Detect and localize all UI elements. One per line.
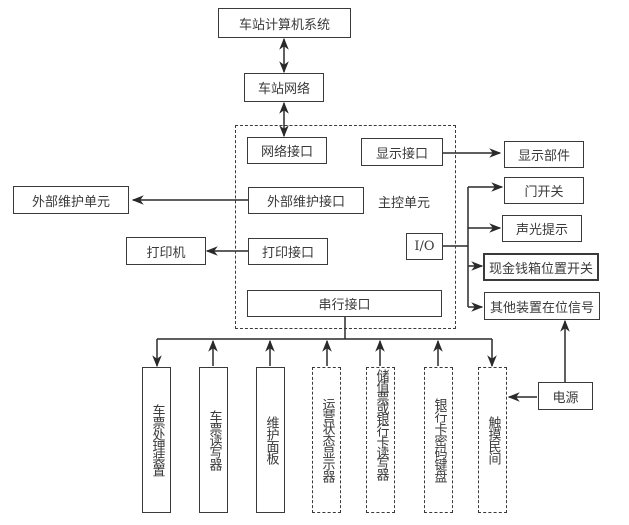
peripheral-ticket-processor: 车票处理装置 (142, 367, 171, 513)
display-component-label: 显示部件 (517, 149, 570, 164)
peripheral-label: 运营状态显示器 (319, 398, 335, 482)
peripheral-maintenance-panel: 维护面板 (256, 367, 285, 513)
peripheral-operation-status-display: 运营状态显示器 (312, 367, 341, 513)
print-interface-label: 打印接口 (261, 246, 314, 261)
peripheral-pin-pad: 银行卡密码键盘 (424, 367, 453, 513)
print-interface: 打印接口 (248, 238, 328, 265)
io-interface: I/O (406, 233, 443, 260)
power-supply: 电源 (538, 382, 593, 410)
other-device-signal-label: 其他装置在位信号 (489, 300, 594, 316)
peripheral-card-reader: 储值票或银行卡读写器 (366, 367, 395, 513)
maintenance-interface: 外部维护接口 (248, 187, 364, 214)
sound-light-alert-label: 声光提示 (515, 223, 568, 238)
peripheral-label: 储值票或银行卡读写器 (373, 369, 389, 479)
external-maintenance-unit: 外部维护单元 (13, 186, 129, 214)
main-control-unit-boundary (235, 125, 456, 329)
cashbox-position-switch-label: 现金钱箱位置开关 (488, 261, 593, 277)
display-interface-label: 显示接口 (375, 146, 428, 162)
peripheral-ticket-reader: 车票读写器 (199, 367, 228, 513)
serial-interface-label: 串行接口 (318, 298, 371, 313)
door-switch: 门开关 (504, 177, 584, 204)
network-interface-label: 网络接口 (260, 145, 313, 160)
peripheral-label: 车票读写器 (206, 410, 222, 470)
peripheral-label: 维护面板 (263, 416, 279, 464)
station-network: 车站网络 (244, 73, 324, 102)
printer-label: 打印机 (146, 245, 186, 261)
display-component: 显示部件 (504, 141, 584, 168)
power-supply-label: 电源 (552, 390, 579, 406)
serial-interface: 串行接口 (247, 290, 442, 317)
other-device-signal: 其他装置在位信号 (484, 292, 600, 320)
station-computer-system: 车站计算机系统 (218, 8, 351, 38)
station-computer-label: 车站计算机系统 (238, 17, 330, 33)
sound-light-alert: 声光提示 (502, 215, 582, 242)
external-maintenance-unit-label: 外部维护单元 (31, 194, 110, 210)
display-interface: 显示接口 (361, 138, 443, 166)
printer: 打印机 (126, 237, 206, 265)
station-network-label: 车站网络 (257, 82, 310, 97)
main-control-unit-label: 主控单元 (378, 196, 431, 211)
io-label: I/O (414, 239, 435, 254)
peripheral-label: 银行卡密码键盘 (431, 398, 447, 482)
maintenance-interface-label: 外部维护接口 (266, 195, 345, 210)
peripheral-label: 触摸民间 (485, 416, 501, 464)
cashbox-position-switch: 现金钱箱位置开关 (483, 253, 599, 281)
network-interface: 网络接口 (247, 137, 327, 164)
door-switch-label: 门开关 (524, 185, 564, 200)
peripheral-touch-screen: 触摸民间 (478, 367, 507, 513)
peripheral-label: 车票处理装置 (149, 404, 165, 476)
